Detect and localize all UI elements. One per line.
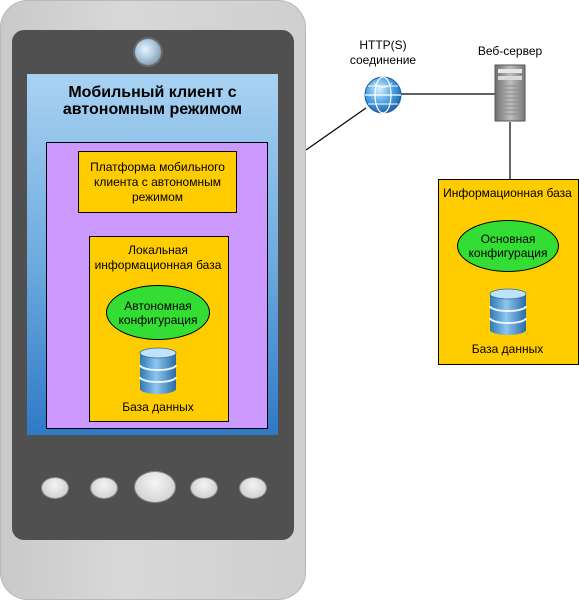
phone-button-3[interactable]: [191, 478, 217, 498]
phone-button-4[interactable]: [240, 478, 266, 498]
infobase-label: Информационная база: [443, 186, 572, 200]
web-server-label: Веб-сервер: [477, 44, 543, 58]
offline-config-ellipse: Автономная конфигурация: [106, 285, 210, 340]
platform-box: Платформа мобильного клиента с автономны…: [78, 151, 237, 213]
connection-label: HTTP(S) соединение: [349, 38, 417, 67]
offline-config-label: Автономная конфигурация: [118, 298, 198, 327]
globe-icon: [364, 76, 402, 114]
server-icon: [494, 64, 526, 122]
main-config-ellipse: Основная конфигурация: [457, 220, 559, 272]
camera-icon: [135, 39, 161, 65]
database-icon: [139, 347, 177, 394]
platform-label: Платформа мобильного клиента с автономны…: [90, 159, 225, 204]
phone-button-1[interactable]: [42, 478, 68, 498]
mobile-client-title: Мобильный клиент с автономным режимом: [62, 84, 243, 118]
local-infobase-label: Локальная информационная база: [94, 243, 222, 272]
local-database-label: База данных: [122, 400, 194, 414]
infobase-box: [438, 179, 579, 365]
database-icon: [489, 288, 527, 335]
infobase-database-label: База данных: [471, 342, 544, 356]
main-config-label: Основная конфигурация: [468, 232, 548, 260]
phone-home-button[interactable]: [135, 472, 175, 502]
phone-to-globe-line: [305, 107, 367, 151]
phone-button-2[interactable]: [91, 478, 117, 498]
